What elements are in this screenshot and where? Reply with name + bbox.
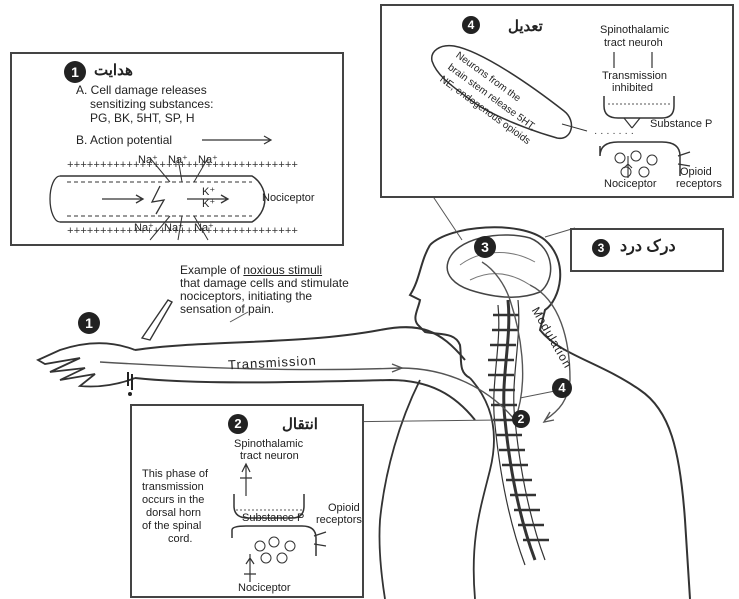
scalpel-icon — [142, 300, 172, 340]
conduction-panel: 1 هدایت A. Cell damage releases sensitiz… — [10, 52, 344, 246]
opioid-receptors-1: Opioid — [680, 166, 712, 179]
na-top-1: Na⁺ — [138, 154, 158, 167]
face-outline — [410, 245, 470, 378]
na-bottom-3: Na⁺ — [194, 222, 214, 235]
na-top-2: Na⁺ — [168, 154, 188, 167]
step-3-badge: 3 — [592, 239, 610, 257]
front-torso — [379, 380, 420, 599]
marker-3: 3 — [474, 236, 496, 258]
nociceptor-label: Nociceptor — [238, 582, 291, 595]
k-label-2: K⁺ — [202, 198, 215, 211]
opioid-receptors-1: Opioid — [328, 502, 360, 515]
marker-4: 4 — [552, 378, 572, 398]
marker-2: 2 — [512, 410, 530, 428]
svg-text:· · · · · · ·: · · · · · · · — [594, 128, 634, 139]
synapse-diagram — [132, 406, 362, 596]
hand-outline — [38, 343, 135, 386]
marker-1: 1 — [78, 312, 100, 334]
na-bottom-2: Na⁺ — [164, 222, 184, 235]
noxious-text-4: sensation of pain. — [180, 303, 274, 317]
opioid-receptors-2: receptors — [676, 178, 722, 191]
perception-title: درک درد — [620, 238, 676, 256]
substance-p-label: Substance P — [242, 512, 304, 525]
noxious-text-1-value: Example of noxious stimuli — [180, 263, 322, 277]
na-bottom-1: Na⁺ — [134, 222, 154, 235]
back-outline — [470, 378, 494, 599]
opioid-receptors-2: receptors — [316, 514, 362, 527]
nociceptor-label: Nociceptor — [262, 192, 315, 205]
na-top-3: Na⁺ — [198, 154, 218, 167]
nociceptor-label: Nociceptor — [604, 178, 657, 191]
modulation-panel: 4 تعدیل Spinothalamic tract neuroh Trans… — [380, 4, 734, 198]
k-label-1: K⁺ — [202, 186, 215, 199]
substance-p-label: Substance P — [650, 118, 712, 131]
perception-panel: 3 درک درد — [570, 228, 724, 272]
axon-diagram: +++++++++++++++++++++++++++++++++++ ++++… — [12, 54, 342, 244]
transmission-panel: 2 انتقال Spinothalamic tract neuron This… — [130, 404, 364, 598]
